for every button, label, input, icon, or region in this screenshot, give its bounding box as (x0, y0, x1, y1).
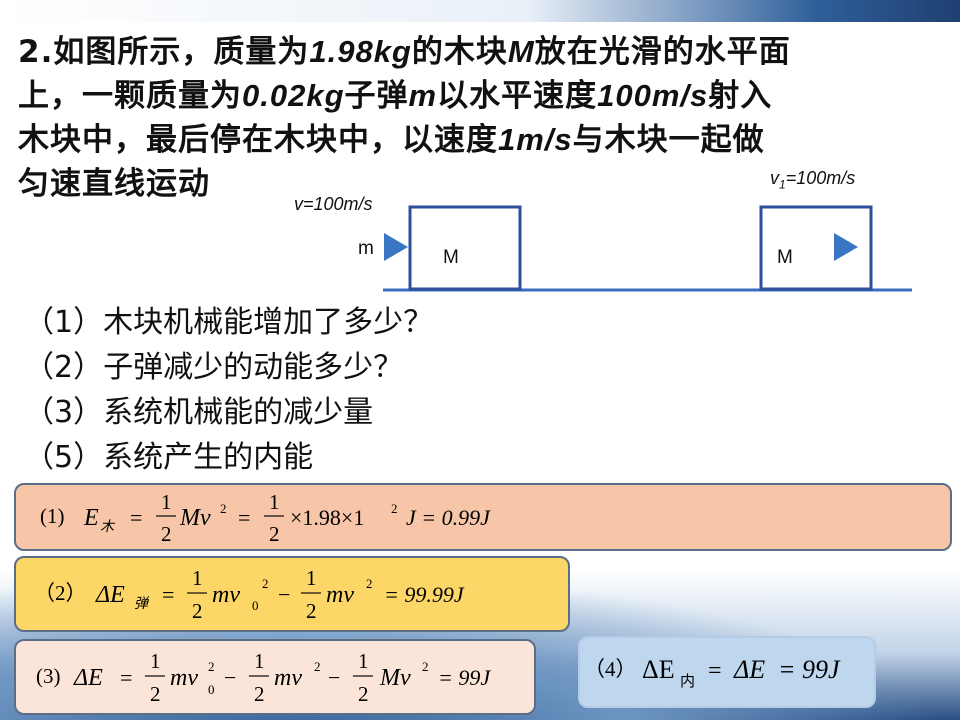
answer-4-sub: 内 (680, 673, 695, 690)
bullet-label: m (358, 238, 374, 259)
question-2: （2）子弹减少的动能多少？ (24, 350, 404, 385)
answer-2-eq: = (162, 582, 174, 607)
answer-1-sq2: 2 (391, 501, 398, 516)
answer-4-tag: （4） (584, 657, 637, 681)
answer-3-box: (3) ΔE = 1 2 mv 0 2 − 1 2 mv 2 − 1 2 Mv … (14, 639, 536, 715)
answer-3-sq: 2 (208, 659, 215, 674)
problem-line-1: 2.如图所示，质量为1.98kg的木块M放在光滑的水平面 (18, 34, 791, 70)
answer-1-product: ×1.98×1 (290, 505, 364, 530)
answer-4-equation: （4） ΔE 内 = ΔE = 99J (584, 655, 841, 690)
answer-2-equation: （2） ΔE 弹 = 1 2 mv 0 2 − 1 2 mv 2 = 99.99… (34, 566, 465, 623)
answer-2-frac-den: 2 (192, 599, 203, 623)
answer-1-E: E (83, 505, 99, 531)
block-left (408, 205, 522, 291)
answer-1-frac2-num: 1 (269, 490, 280, 514)
answer-2-mv: mv (326, 582, 354, 608)
answer-1-sq: 2 (220, 501, 227, 516)
answer-2-sub0: 0 (252, 598, 259, 613)
answer-3-minus: − (224, 665, 236, 690)
answer-2-frac2-den: 2 (306, 599, 317, 623)
answer-2-box: （2） ΔE 弹 = 1 2 mv 0 2 − 1 2 mv 2 = 99.99… (14, 556, 570, 632)
answer-4-eq: = (708, 658, 722, 684)
answer-3-frac2-num: 1 (254, 649, 265, 673)
answer-2-sq2: 2 (366, 576, 373, 591)
answer-2-sub: 弹 (134, 596, 150, 612)
answer-1-eq: = (130, 505, 142, 530)
answer-4-result: = 99J (778, 655, 841, 684)
block-left-label: M (443, 247, 459, 268)
block-right-label: M (777, 247, 793, 268)
answer-1-frac2-den: 2 (269, 522, 280, 546)
answer-2-frac-num: 1 (192, 566, 203, 590)
questions-list: （1）木块机械能增加了多少？ （2）子弹减少的动能多少？ （3）系统机械能的减少… (24, 300, 433, 480)
answer-4-box: （4） ΔE 内 = ΔE = 99J (578, 636, 876, 708)
answer-2-minus: − (278, 582, 290, 607)
answer-2-sq: 2 (262, 576, 269, 591)
answer-3-frac3-den: 2 (358, 682, 369, 706)
answer-1-Mv: Mv (179, 505, 211, 531)
bullet-arrow-left (384, 233, 408, 261)
answer-1-equation: (1) E 木 = 1 2 Mv 2 = 1 2 ×1.98×1 2 J = 0… (40, 490, 491, 546)
answer-3-eq: = (120, 665, 132, 690)
problem-line-4: 匀速直线运动 (18, 166, 210, 202)
answer-3-Mv: Mv (379, 665, 411, 691)
answer-1-frac-den: 2 (161, 522, 172, 546)
diagram-svg (383, 205, 912, 292)
velocity-label: v=100m/s (294, 194, 373, 214)
question-3: （3）系统机械能的减少量 (24, 395, 374, 430)
answer-3-sq3: 2 (422, 659, 429, 674)
answer-2-dE: ΔE (95, 582, 125, 608)
answer-2-tag: （2） (34, 581, 87, 605)
answer-3-frac-den: 2 (150, 682, 161, 706)
answer-1-sub: 木 (100, 519, 116, 535)
answer-3-result: = 99J (438, 665, 491, 690)
problem-line-2: 上，一颗质量为0.02kg子弹m以水平速度100m/s射入 (18, 78, 773, 114)
answer-4-dE2: ΔE (733, 655, 765, 684)
collision-diagram: v=100m/s v1=100m/s m M M (0, 0, 960, 300)
answer-3-sq2: 2 (314, 659, 321, 674)
answer-3-minus2: − (328, 665, 340, 690)
answer-2-result: = 99.99J (384, 582, 465, 607)
question-5: （5）系统产生的内能 (24, 440, 314, 475)
answer-2-frac2-num: 1 (306, 566, 317, 590)
answer-1-eq2: = (238, 505, 250, 530)
answer-1-box: (1) E 木 = 1 2 Mv 2 = 1 2 ×1.98×1 2 J = 0… (14, 483, 952, 551)
answer-2-mv0: mv (212, 582, 240, 608)
problem-line-3: 木块中，最后停在木块中，以速度1m/s与木块一起做 (18, 122, 765, 158)
answer-3-frac2-den: 2 (254, 682, 265, 706)
answer-1-tag: (1) (40, 504, 65, 528)
answer-3-mv: mv (274, 665, 302, 691)
answer-1-frac-num: 1 (161, 490, 172, 514)
problem-statement: 2.如图所示，质量为1.98kg的木块M放在光滑的水平面 上，一颗质量为0.02… (18, 30, 918, 206)
question-1: （1）木块机械能增加了多少？ (24, 305, 434, 340)
answer-3-frac-num: 1 (150, 649, 161, 673)
answer-3-frac3-num: 1 (358, 649, 369, 673)
bullet-arrow-right (834, 233, 858, 261)
answer-1-result: J = 0.99J (406, 505, 491, 530)
answer-3-mv0: mv (170, 665, 198, 691)
answer-4-dE: ΔE (642, 655, 675, 684)
answer-3-tag: (3) (36, 664, 61, 688)
answer-3-equation: (3) ΔE = 1 2 mv 0 2 − 1 2 mv 2 − 1 2 Mv … (36, 649, 491, 706)
top-decorative-band (0, 0, 960, 22)
velocity-v1-label: v1=100m/s (770, 168, 856, 192)
answer-3-sub0: 0 (208, 682, 215, 697)
answer-3-dE: ΔE (73, 665, 103, 691)
